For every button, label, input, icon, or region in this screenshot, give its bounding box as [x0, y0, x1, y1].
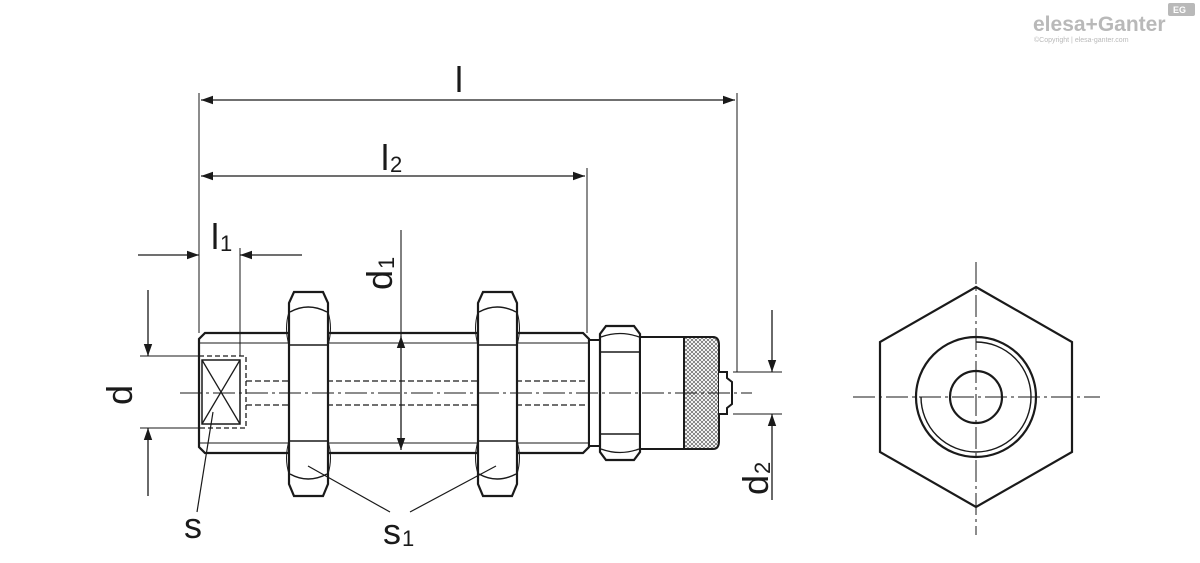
- side-view: [180, 290, 752, 498]
- brand-logo: elesa+Ganter ©Copyright | elesa-ganter.c…: [1033, 3, 1195, 44]
- leader-s1-b: [409, 465, 497, 513]
- hex-socket: [199, 355, 247, 429]
- label-d1: d1: [359, 257, 400, 290]
- label-l2: l2: [381, 137, 402, 178]
- brand-copyright: ©Copyright | elesa-ganter.com: [1034, 36, 1129, 44]
- label-l1: l1: [211, 216, 232, 257]
- brand-badge: [1168, 3, 1195, 16]
- brand-logo-text: elesa+Ganter: [1033, 13, 1166, 36]
- leader-s: [196, 411, 214, 513]
- label-l: l: [455, 59, 463, 100]
- brand-badge-text: EG: [1173, 5, 1186, 15]
- label-d: d: [99, 385, 140, 405]
- leader-s1-a: [307, 465, 391, 513]
- label-d2: d2: [735, 462, 776, 495]
- label-s1: s1: [383, 511, 414, 552]
- end-view-thread-arc: [920, 341, 1032, 453]
- end-view: [853, 262, 1100, 535]
- lock-nut-1: [286, 290, 331, 498]
- lock-nut-2: [475, 290, 520, 498]
- dimensions: [138, 93, 782, 513]
- dimension-labels: l l2 l1 d d1 d2 s s1: [99, 59, 776, 552]
- label-s: s: [184, 505, 202, 546]
